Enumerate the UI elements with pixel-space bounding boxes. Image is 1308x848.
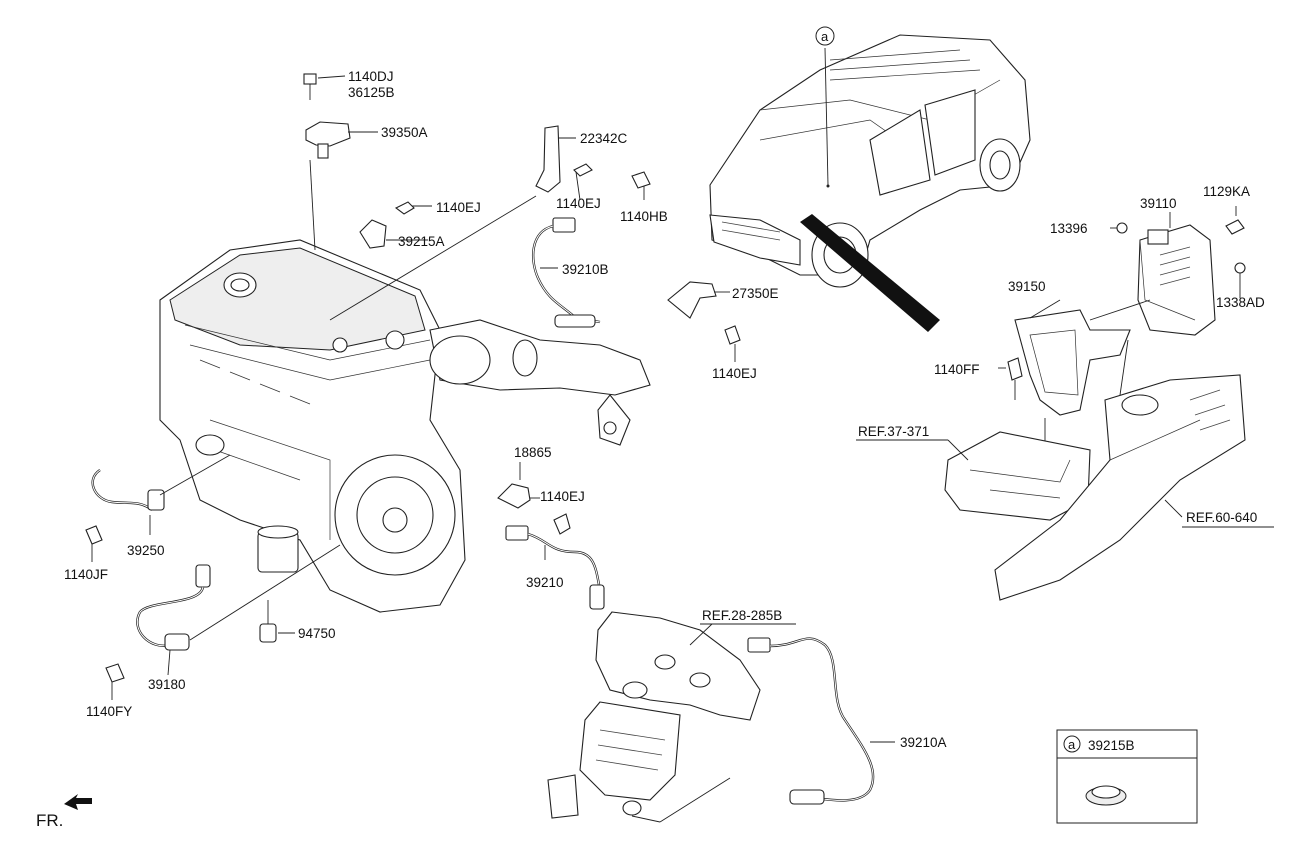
callout-27350E: 27350E [732,286,779,301]
inset-marker-label: a [1068,737,1076,752]
o2-sensor-39210A [747,637,895,805]
sensor-39180 [136,544,341,676]
callout-18865: 18865 [514,445,552,460]
callout-1140FY: 1140FY [86,704,132,719]
nut-1338AD [1234,262,1246,298]
callout-1338AD: 1338AD [1216,295,1265,310]
callout-1140EJ-a: 1140EJ [436,200,481,215]
front-arrow-icon [64,794,92,810]
callout-1140HB: 1140HB [620,209,668,224]
sensor-39250 [91,454,231,535]
vehicle-illustration [709,34,1031,288]
exhaust-manifold [547,611,761,823]
vehicle-marker-label: a [821,29,829,44]
pointer-arrow [800,214,940,332]
callout-39180: 39180 [148,677,186,692]
vehicle-marker-circle [815,26,835,46]
callout-1140EJ-c: 1140EJ [712,366,757,381]
bracket-39215A [359,219,428,249]
nut-13396 [1110,222,1128,234]
front-indicator-label: FR. [36,811,63,830]
callout-36125B: 36125B [348,85,395,100]
o2-sensor-39210 [505,525,605,610]
callout-94750: 94750 [298,626,336,641]
inset-box-39215B [1056,729,1198,824]
callout-39150: 39150 [1008,279,1046,294]
callout-1140EJ-d: 1140EJ [540,489,585,504]
inset-part-number: 39215B [1088,738,1135,753]
callout-22342C: 22342C [580,131,628,146]
bolt-1140EJ-upper [394,201,432,215]
callout-39250: 39250 [127,543,165,558]
tray-ref-37-371 [944,431,1091,521]
callout-39215A: 39215A [398,234,445,249]
callout-39210: 39210 [526,575,564,590]
callout-1140JF: 1140JF [64,567,108,582]
sensor-94750 [259,600,295,643]
callout-1140DJ: 1140DJ [348,69,394,84]
callout-1140EJ-b: 1140EJ [556,196,601,211]
callout-1129KA: 1129KA [1203,184,1250,199]
bolt-1129KA [1225,206,1245,235]
ecu-39110 [1137,224,1216,336]
bolt-1140JF [85,525,103,562]
bolt-1140DJ [303,73,317,100]
cam-sensor-39350A [305,121,351,159]
bolt-1140FF [998,357,1023,400]
callout-ref-60-640: REF.60-640 [1186,510,1257,525]
bolt-1140FY [105,663,125,700]
callout-39350A: 39350A [381,125,428,140]
exhaust-pipe-upper [429,319,651,446]
callout-ref-28-285B: REF.28-285B [702,608,782,623]
callout-13396: 13396 [1050,221,1088,236]
bracket-39150 [1014,299,1151,416]
bracket-18865 [497,462,571,535]
callout-1140FF: 1140FF [934,362,980,377]
o2-sensor-39210B [532,217,601,328]
engine-assembly [159,239,466,613]
callout-39210A: 39210A [900,735,947,750]
callout-ref-37-371: REF.37-371 [858,424,929,439]
bracket-27350E [667,281,741,362]
callout-39210B: 39210B [562,262,609,277]
frame-ref-60-640 [994,374,1246,601]
callout-39110: 39110 [1140,196,1177,211]
bracket-22342C [329,125,651,321]
